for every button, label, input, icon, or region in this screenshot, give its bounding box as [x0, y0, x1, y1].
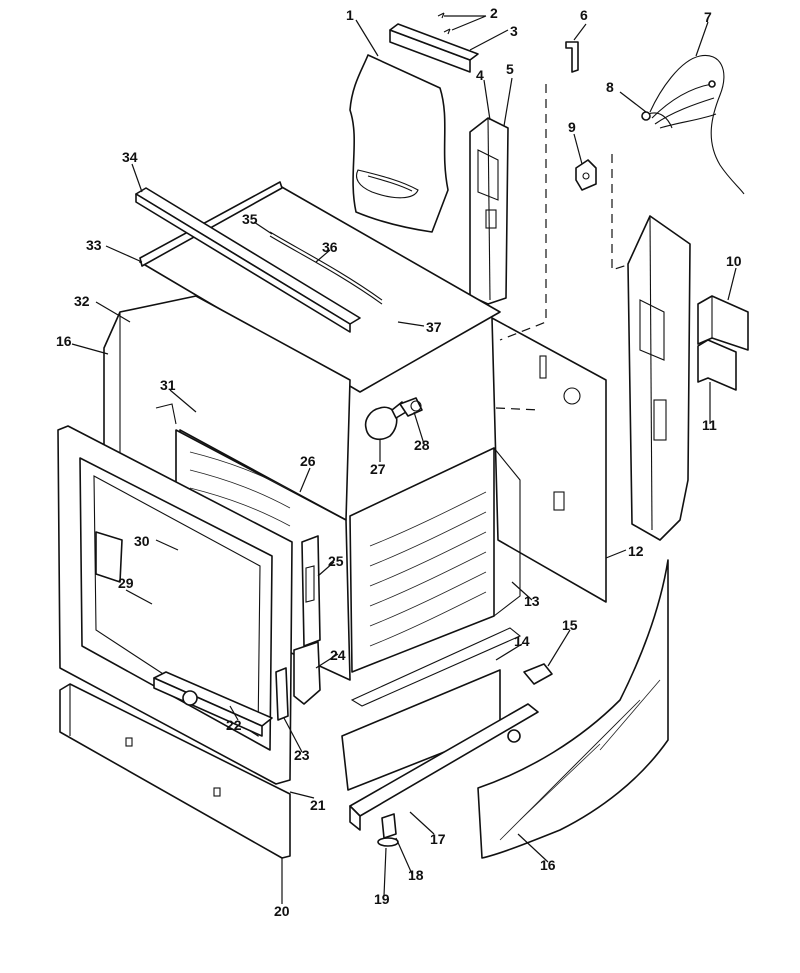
callout-2: 2 [490, 5, 498, 21]
assembly-guide-lines [495, 84, 631, 411]
part-insulation-blanket [349, 54, 449, 233]
callout-10: 10 [726, 253, 742, 269]
callout-28: 28 [414, 437, 430, 453]
part-lamp-bulb [364, 401, 407, 441]
callout-30: 30 [134, 533, 150, 549]
callout-34: 34 [122, 149, 138, 165]
callout-5: 5 [506, 61, 514, 77]
part-oven-liner [349, 447, 521, 673]
callout-9: 9 [568, 119, 576, 135]
part-side-bracket [697, 295, 749, 391]
callout-37: 37 [426, 319, 442, 335]
callout-11: 11 [702, 417, 717, 433]
callout-16-right: 16 [540, 857, 556, 873]
callout-17: 17 [430, 831, 446, 847]
leader-lines [71, 15, 737, 904]
part-rear-rail [469, 117, 509, 305]
part-door-frame [57, 425, 293, 785]
callout-25: 25 [328, 553, 344, 569]
part-wire-harness [641, 54, 745, 195]
part-small-bracket [575, 159, 597, 191]
part-hinge-receiver [301, 535, 321, 647]
part-screws [437, 12, 451, 35]
callout-19: 19 [374, 891, 390, 907]
callout-29: 29 [118, 575, 134, 591]
callout-32: 32 [74, 293, 90, 309]
part-l-bracket [565, 41, 579, 73]
part-side-panel-right [477, 559, 669, 859]
callout-18: 18 [408, 867, 424, 883]
callout-3: 3 [510, 23, 518, 39]
callout-15: 15 [562, 617, 578, 633]
callout-1: 1 [346, 7, 354, 23]
part-bottom-support [153, 671, 273, 737]
part-divider [155, 403, 177, 425]
part-bracket-24 [293, 641, 321, 705]
callout-26: 26 [300, 453, 316, 469]
callout-7: 7 [704, 9, 712, 25]
part-clip [523, 663, 553, 685]
callout-33: 33 [86, 237, 102, 253]
part-top-bracket [389, 23, 479, 73]
part-toe-kick [59, 683, 291, 859]
callout-14: 14 [514, 633, 530, 649]
callout-labels: 1 2 3 4 5 6 7 8 9 10 11 12 13 14 15 16 1… [56, 5, 742, 919]
callout-31: 31 [160, 377, 176, 393]
callout-27: 27 [370, 461, 386, 477]
part-lamp-socket [399, 397, 423, 417]
callout-13: 13 [524, 593, 540, 609]
callout-24: 24 [330, 647, 346, 663]
part-side-rail [627, 215, 691, 541]
callout-22: 22 [226, 717, 242, 733]
part-right-side-panel [491, 317, 607, 603]
part-door-hinge [275, 667, 289, 721]
callout-12: 12 [628, 543, 644, 559]
callout-21: 21 [310, 797, 326, 813]
part-top-rail [135, 187, 361, 333]
callout-6: 6 [580, 7, 588, 23]
callout-4: 4 [476, 67, 484, 83]
callout-23: 23 [294, 747, 310, 763]
callout-16-left: 16 [56, 333, 72, 349]
callout-36: 36 [322, 239, 338, 255]
part-front-rail [349, 703, 539, 831]
part-leveling-leg [377, 813, 399, 847]
callout-8: 8 [606, 79, 614, 95]
callout-20: 20 [274, 903, 290, 919]
callout-35: 35 [242, 211, 258, 227]
